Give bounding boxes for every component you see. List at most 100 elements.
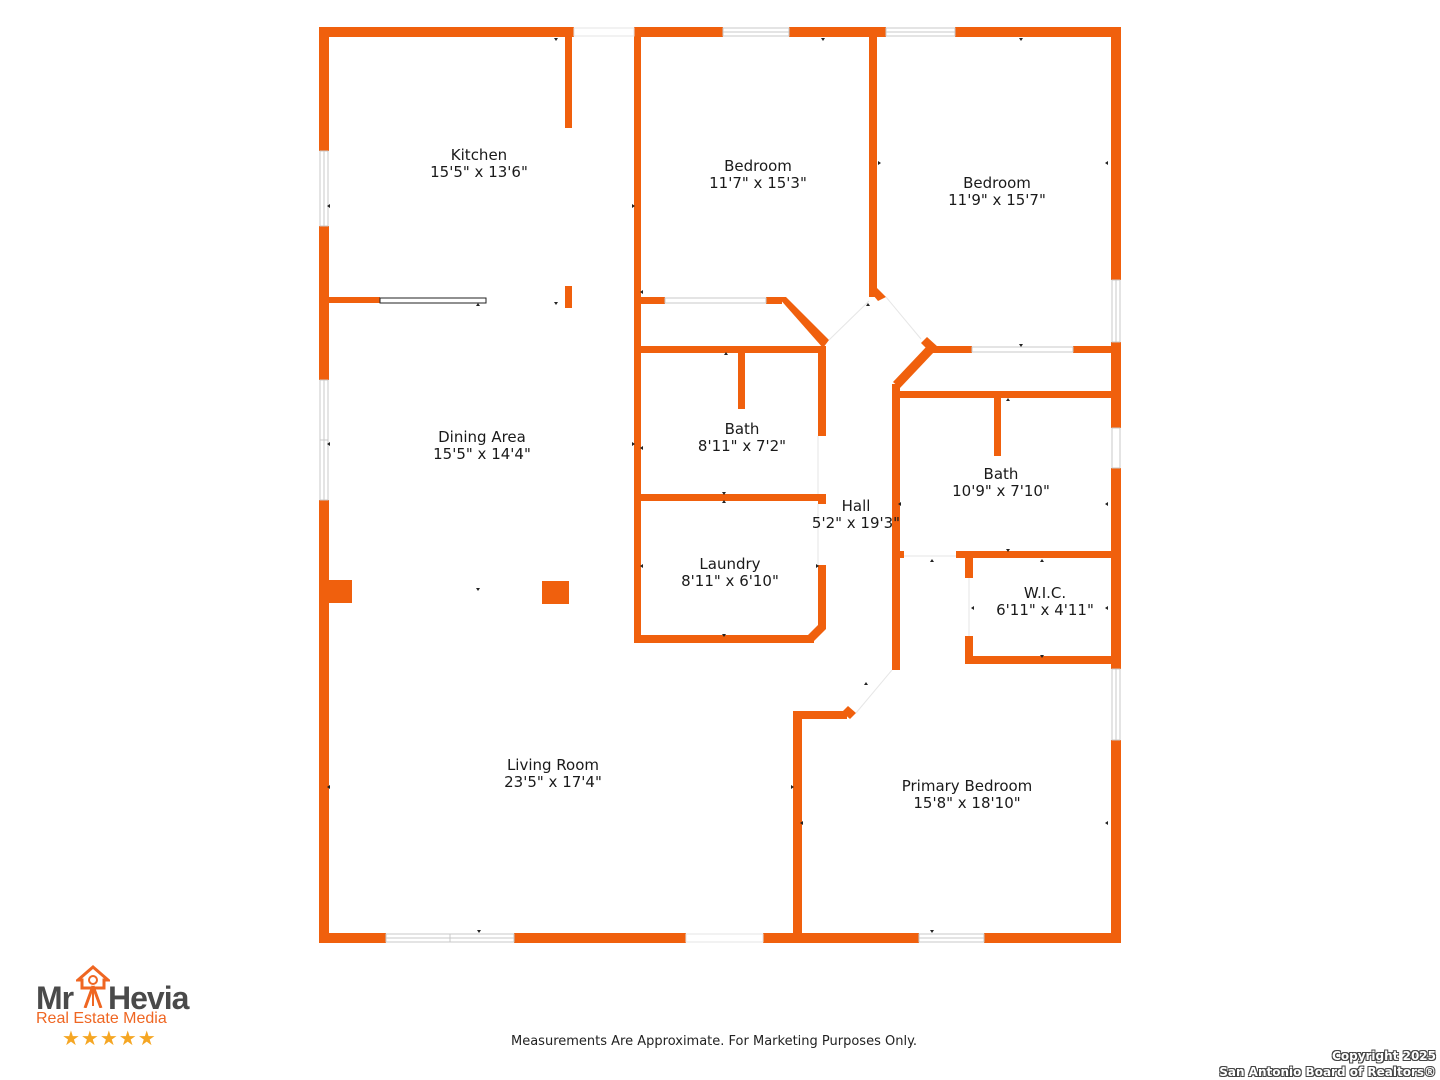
wic-left-a xyxy=(965,558,973,578)
bath2-top xyxy=(896,391,1111,398)
wic-left-b xyxy=(965,636,973,664)
bedroom2-bottom-b xyxy=(1073,346,1111,353)
bedroom2-bottom-a xyxy=(928,346,972,353)
bath1-bottom xyxy=(641,494,826,501)
room-size: 11'7" x 15'3" xyxy=(709,174,807,192)
bath2-bottom-b xyxy=(956,551,1111,558)
wall-top-mid2 xyxy=(789,27,886,37)
bedroom2-corner xyxy=(869,288,886,301)
logo-word-left: Mr xyxy=(36,980,74,1016)
hall-right-diagonal xyxy=(893,346,934,388)
bedroom-divider xyxy=(869,37,877,297)
wic-bottom xyxy=(965,656,1111,664)
wall-bottom-left xyxy=(319,933,386,943)
wall-top-right xyxy=(955,27,1121,37)
room-name: W.I.C. xyxy=(1023,584,1067,602)
room-name: Bath xyxy=(983,465,1019,483)
window xyxy=(664,297,767,304)
bath1-top xyxy=(641,346,826,353)
wall-right-3 xyxy=(1111,468,1121,669)
wall-right-2 xyxy=(1111,342,1121,428)
walls xyxy=(319,27,1121,943)
room-label-bath-2: Bath 10'9" x 7'10" xyxy=(952,466,1050,500)
disclaimer-text: Measurements Are Approximate. For Market… xyxy=(511,1034,918,1049)
laundry-right-a xyxy=(818,494,826,504)
room-name: Living Room xyxy=(506,756,600,774)
bath1-stub xyxy=(738,353,745,409)
room-label-laundry: Laundry 8'11" x 6'10" xyxy=(681,556,779,590)
room-size: 5'2" x 19'3" xyxy=(811,514,901,532)
bedroom1-diagonal xyxy=(778,297,829,348)
room-size: 15'8" x 18'10" xyxy=(913,794,1021,812)
kitchen-counter xyxy=(379,297,487,304)
wall-left-2 xyxy=(319,226,329,380)
primary-top xyxy=(793,711,847,719)
kitchen-wall-stub xyxy=(565,37,572,128)
room-name: Primary Bedroom xyxy=(901,777,1033,795)
primary-diagonal xyxy=(842,706,856,719)
room-size: 23'5" x 17'4" xyxy=(504,773,602,791)
wall-left-3 xyxy=(319,500,329,943)
column-center xyxy=(542,581,569,604)
room-name: Hall xyxy=(841,497,871,515)
copyright-watermark: Copyright 2025 San Antonio Board of Real… xyxy=(1219,1048,1436,1080)
room-label-dining-area: Dining Area 15'5" x 14'4" xyxy=(433,429,531,463)
window xyxy=(1111,427,1121,469)
kitchen-bottom-wall xyxy=(329,297,380,303)
bedroom1-left-wall xyxy=(634,37,641,642)
wall-bottom-right xyxy=(984,933,1121,943)
window xyxy=(971,346,1074,353)
room-label-hall: Hall 5'2" x 19'3" xyxy=(812,498,900,532)
room-size: 15'5" x 13'6" xyxy=(430,163,528,181)
bath1-right-wall xyxy=(818,346,826,436)
primary-left xyxy=(793,711,802,943)
room-size: 8'11" x 6'10" xyxy=(681,572,779,590)
company-logo: Mr Hevia Real Estate Media ★★★★★ xyxy=(34,964,204,1052)
room-label-living-room: Living Room 23'5" x 17'4" xyxy=(504,757,602,791)
room-name: Laundry xyxy=(699,555,761,573)
openings xyxy=(573,27,970,943)
logo-word-right: Hevia xyxy=(108,980,189,1016)
room-name: Bedroom xyxy=(963,174,1031,192)
wall-bottom-mid xyxy=(514,933,686,943)
dimension-markers xyxy=(327,38,1108,933)
room-name: Kitchen xyxy=(450,146,508,164)
wall-right-1 xyxy=(1111,27,1121,280)
bath2-stub xyxy=(994,398,1001,456)
bedroom1-bottom-a xyxy=(641,297,665,304)
logo-subtitle: Real Estate Media xyxy=(36,1010,167,1027)
room-size: 15'5" x 14'4" xyxy=(433,445,531,463)
room-size: 10'9" x 7'10" xyxy=(952,482,1050,500)
laundry-right-b xyxy=(818,565,826,629)
opening-top-kitchen xyxy=(573,27,635,37)
kitchen-wall-stub2 xyxy=(565,286,572,308)
room-name: Bedroom xyxy=(724,157,792,175)
room-label-primary-bedroom: Primary Bedroom 15'8" x 18'10" xyxy=(902,778,1033,812)
room-label-bath-1: Bath 8'11" x 7'2" xyxy=(698,421,786,455)
wall-top-mid xyxy=(634,27,723,37)
room-label-bedroom-2: Bedroom 11'9" x 15'7" xyxy=(948,175,1046,209)
room-name: Bath xyxy=(724,420,760,438)
copyright-line-2: San Antonio Board of Realtors® xyxy=(1219,1065,1436,1079)
wall-right-4 xyxy=(1111,740,1121,943)
room-size: 8'11" x 7'2" xyxy=(697,437,787,455)
room-name: Dining Area xyxy=(438,428,526,446)
column-left xyxy=(329,580,352,603)
room-label-kitchen: Kitchen 15'5" x 13'6" xyxy=(430,147,528,181)
opening-bottom-living xyxy=(685,933,764,943)
room-label-wic: W.I.C. 6'11" x 4'11" xyxy=(996,585,1094,619)
hall-right-wall xyxy=(892,384,900,670)
house-camera-icon xyxy=(76,965,110,1008)
window-mullions xyxy=(320,31,1117,942)
bedroom1-bottom-b xyxy=(766,297,782,304)
room-size: 6'11" x 4'11" xyxy=(996,601,1094,619)
bath2-bottom-a xyxy=(900,551,904,558)
wall-left-1 xyxy=(319,27,329,151)
wall-top-left xyxy=(319,27,574,37)
copyright-line-1: Copyright 2025 xyxy=(1332,1049,1436,1063)
room-label-bedroom-1: Bedroom 11'7" x 15'3" xyxy=(709,158,807,192)
rating-stars: ★★★★★ xyxy=(62,1026,157,1050)
wall-bottom-mid2 xyxy=(763,933,919,943)
laundry-bottom xyxy=(634,635,814,643)
